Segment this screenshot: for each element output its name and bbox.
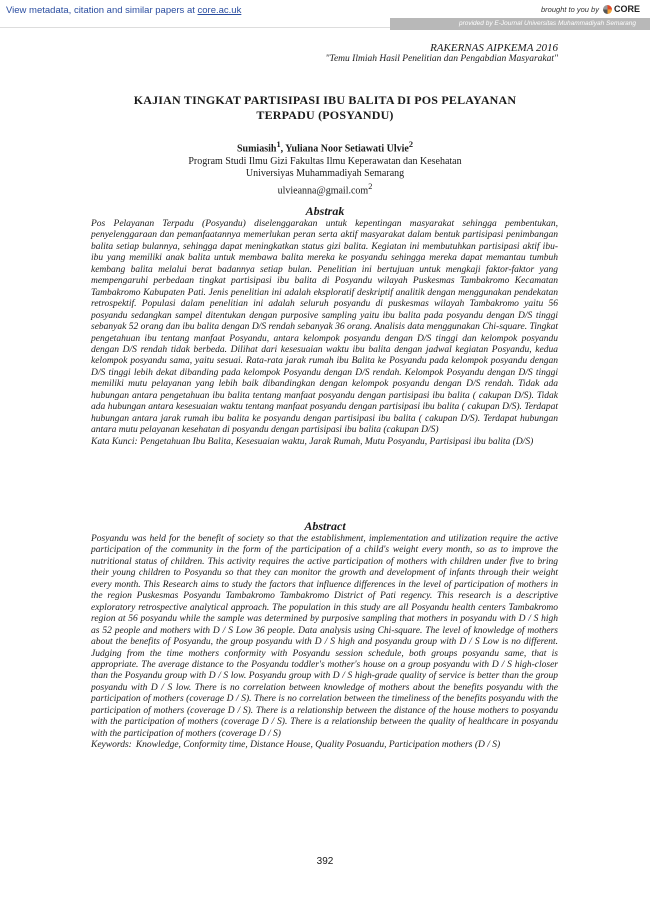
core-metadata-text: View metadata, citation and similar pape… — [6, 5, 198, 16]
abstrak-section: Pos Pelayanan Terpadu (Posyandu) diselen… — [91, 219, 558, 448]
affiliation-2: Universiyas Muhammadiyah Semarang — [245, 168, 405, 180]
author-2: , Yuliana Noor Setiawati Ulvie — [280, 143, 409, 155]
page-number: 392 — [316, 856, 334, 867]
keywords-text: Knowledge, Conformity time, Distance Hou… — [135, 740, 501, 751]
core-logo-icon — [602, 4, 612, 14]
author-block: Sumiasih1, Yuliana Noor Setiawati Ulvie2… — [60, 139, 590, 198]
affiliation-1: Program Studi Ilmu Gizi Fakultas Ilmu Ke… — [188, 155, 462, 167]
paper-title: KAJIAN TINGKAT PARTISIPASI IBU BALITA DI… — [60, 93, 590, 123]
core-logo-text: CORE — [613, 4, 640, 14]
author-names: Sumiasih1, Yuliana Noor Setiawati Ulvie2 — [60, 139, 590, 156]
abstract-section: Posyandu was held for the benefit of soc… — [91, 534, 558, 752]
abstract-keywords: Keywords: Knowledge, Conformity time, Di… — [91, 740, 558, 751]
abstract-heading: Abstract — [304, 519, 346, 533]
title-line-1: KAJIAN TINGKAT PARTISIPASI IBU BALITA DI… — [133, 93, 517, 107]
title-line-2: TERPADU (POSYANDU) — [256, 108, 394, 122]
author-2-sup: 2 — [408, 140, 414, 149]
core-metadata-link[interactable]: View metadata, citation and similar pape… — [6, 5, 241, 16]
conference-name: RAKERNAS AIPKEMA 2016 — [430, 42, 558, 54]
keywords-label: Keywords: — [91, 740, 132, 751]
abstrak-heading: Abstrak — [305, 204, 345, 218]
provided-by-bar: provided by E-Journal Universitas Muhamm… — [390, 18, 650, 30]
abstrak-keywords: Kata Kunci: Pengetahuan Ibu Balita, Kese… — [91, 436, 534, 447]
author-1-sup: 1 — [276, 140, 281, 149]
email-sup: 2 — [368, 181, 373, 191]
email-text: ulvieanna@gmail.com — [277, 185, 369, 197]
abstrak-body: Pos Pelayanan Terpadu (Posyandu) diselen… — [91, 219, 558, 436]
conference-subtitle: "Temu Ilmiah Hasil Penelitian dan Pengab… — [325, 54, 558, 64]
core-banner: View metadata, citation and similar pape… — [0, 0, 650, 28]
author-email: ulvieanna@gmail.com2 — [60, 181, 590, 198]
core-logo[interactable]: CORE — [602, 4, 640, 14]
author-1: Sumiasih — [236, 143, 277, 155]
brought-by-text: brought to you by — [541, 4, 599, 14]
conference-header: RAKERNAS AIPKEMA 2016 "Temu Ilmiah Hasil… — [326, 42, 558, 64]
core-brand[interactable]: brought to you by CORE — [541, 4, 640, 14]
core-link[interactable]: core.ac.uk — [197, 5, 242, 16]
abstract-body: Posyandu was held for the benefit of soc… — [91, 534, 558, 739]
